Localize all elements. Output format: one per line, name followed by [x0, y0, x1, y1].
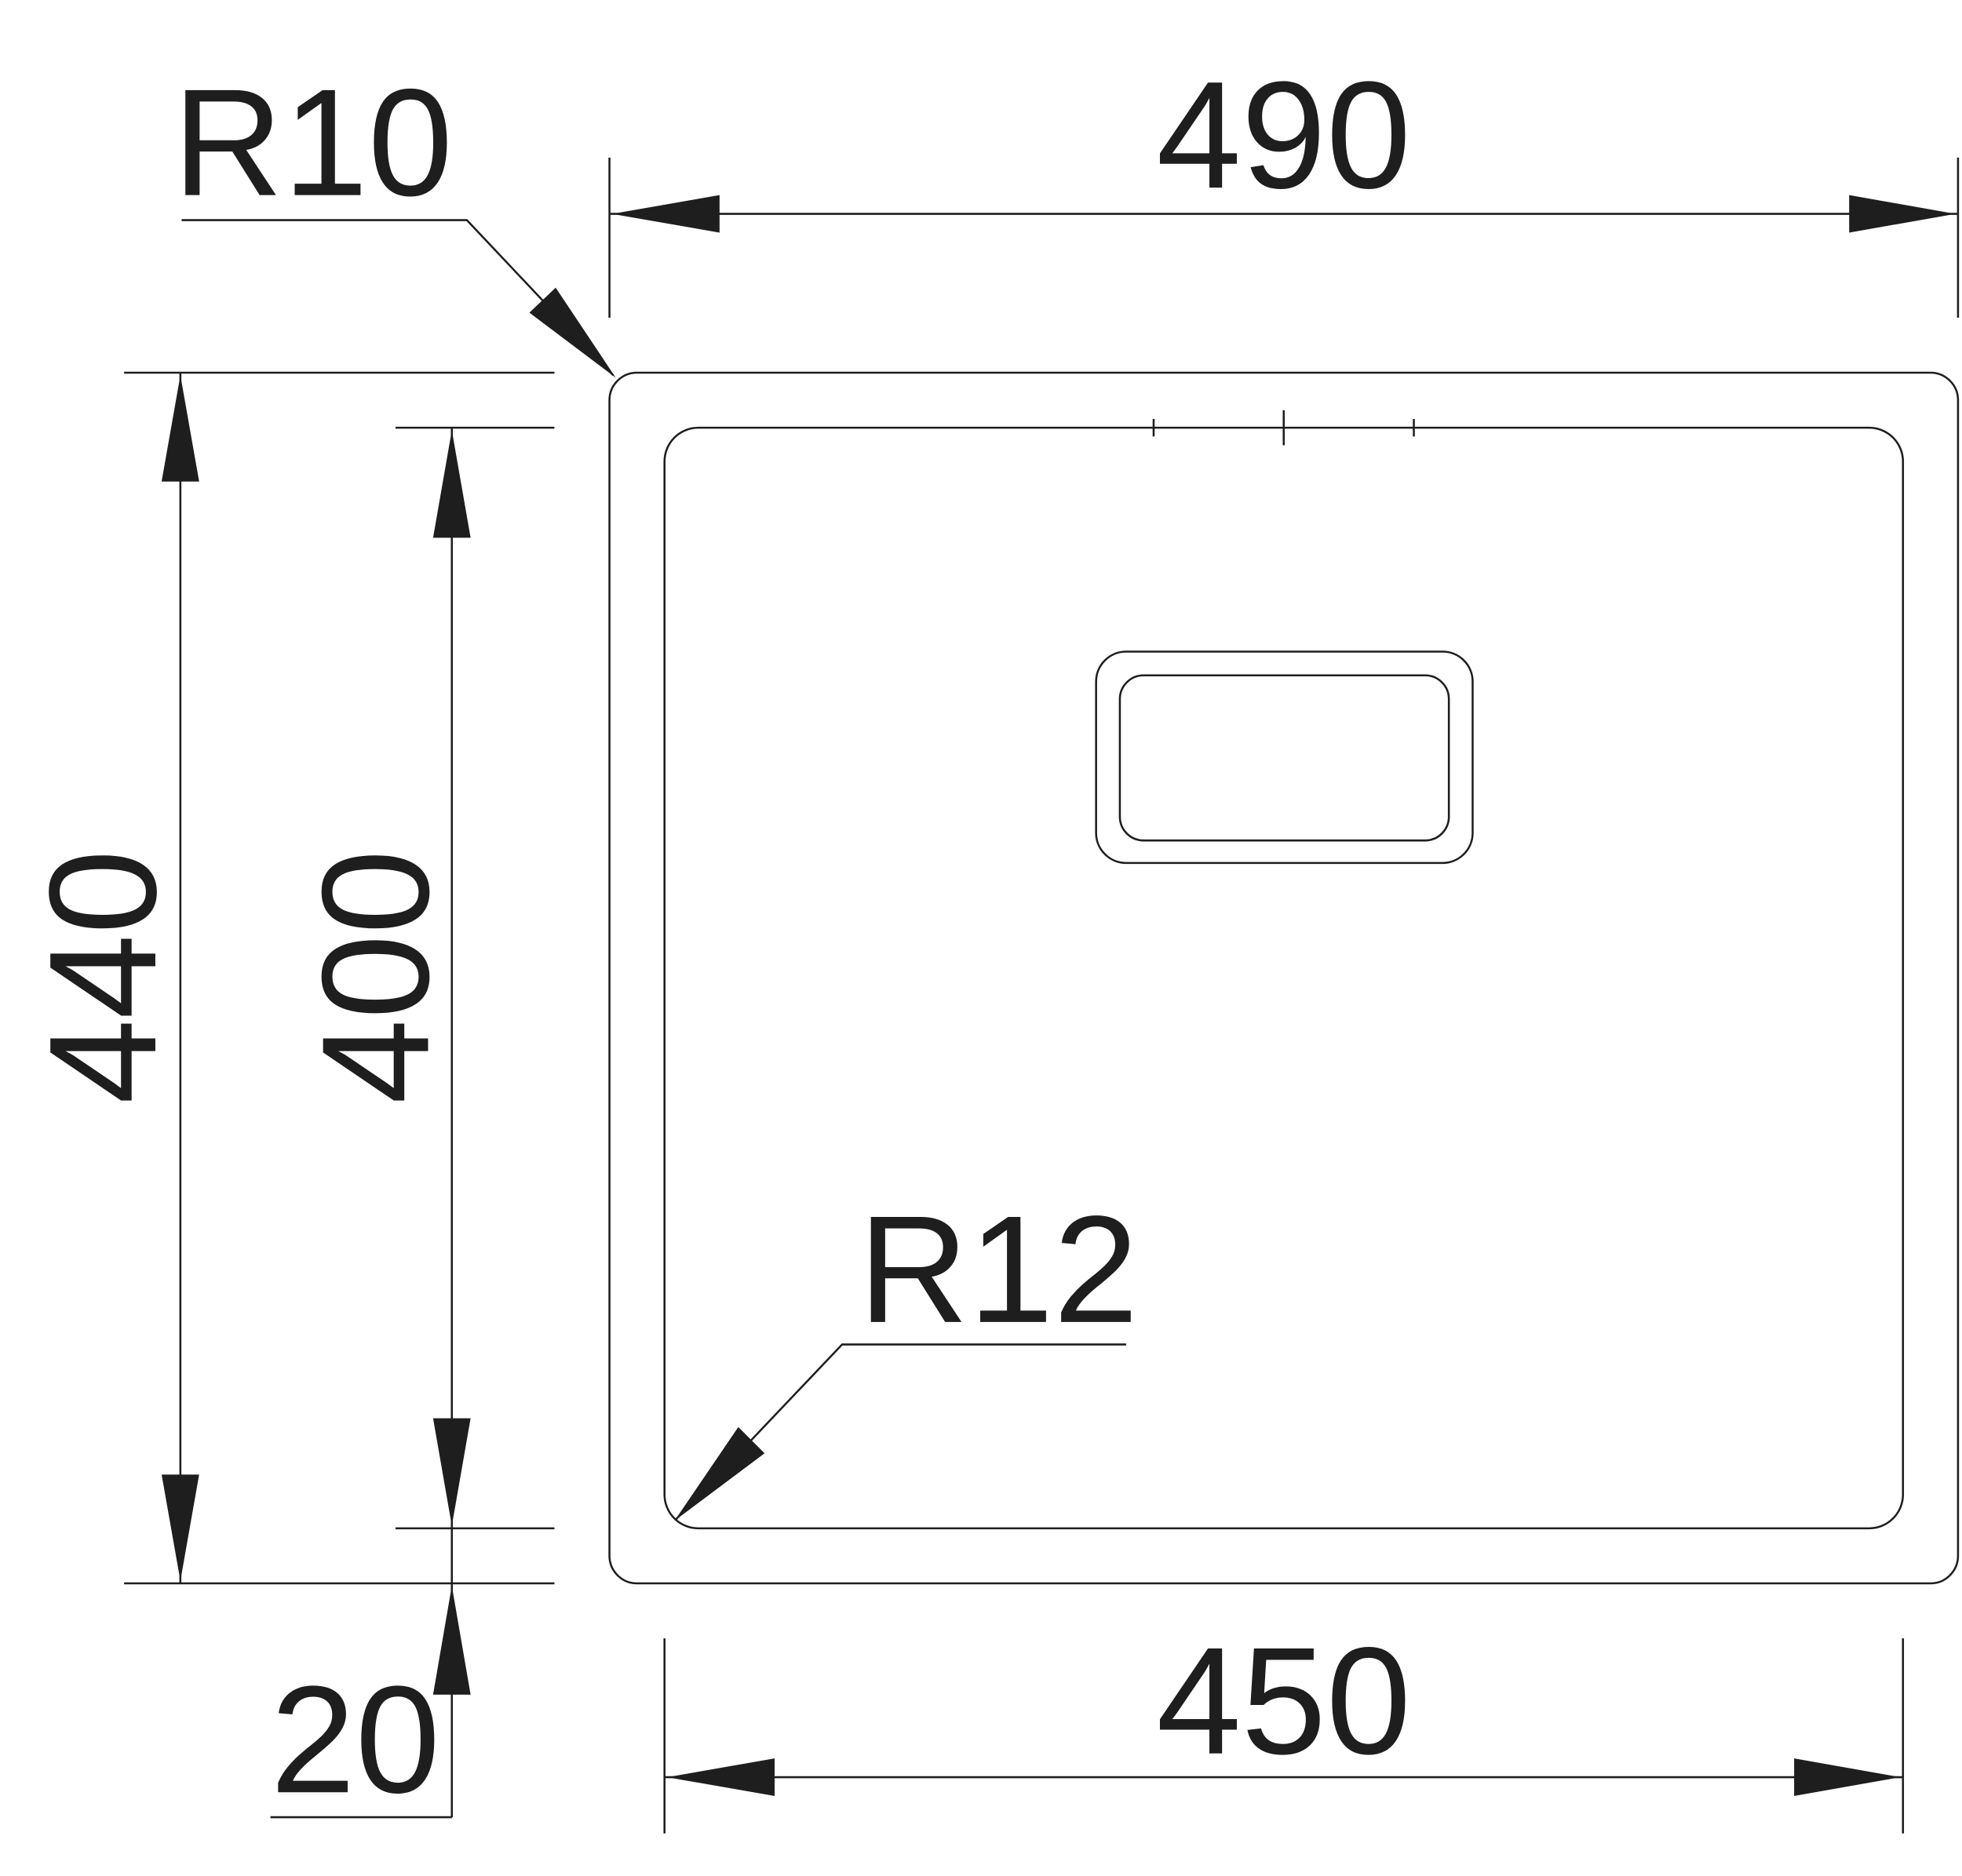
- dimension-20: 20: [270, 1586, 471, 1825]
- radius-label-r10: R10: [173, 58, 453, 228]
- drain-inner-outline: [1118, 674, 1450, 842]
- radius-label-r12: R12: [859, 1185, 1139, 1355]
- center-ticks: [1152, 410, 1415, 446]
- dimension-490: 490: [608, 50, 1960, 318]
- radius-r10-callout: R10: [173, 58, 616, 378]
- radius-r12-callout: R12: [674, 1185, 1139, 1521]
- outer-sink-outline: [608, 371, 1960, 1585]
- dimension-label-400: 400: [290, 850, 461, 1104]
- dimension-label-20: 20: [271, 1655, 440, 1825]
- dimension-400: 400: [290, 426, 555, 1818]
- dimension-450: 450: [663, 1616, 1905, 1834]
- drain-outer-outline: [1095, 650, 1474, 865]
- dimension-label-450: 450: [1157, 1616, 1411, 1787]
- dimension-label-440: 440: [18, 850, 188, 1104]
- inner-bowl-outline: [663, 426, 1905, 1530]
- dimension-label-490: 490: [1157, 50, 1411, 220]
- dimension-440: 440: [18, 371, 555, 1585]
